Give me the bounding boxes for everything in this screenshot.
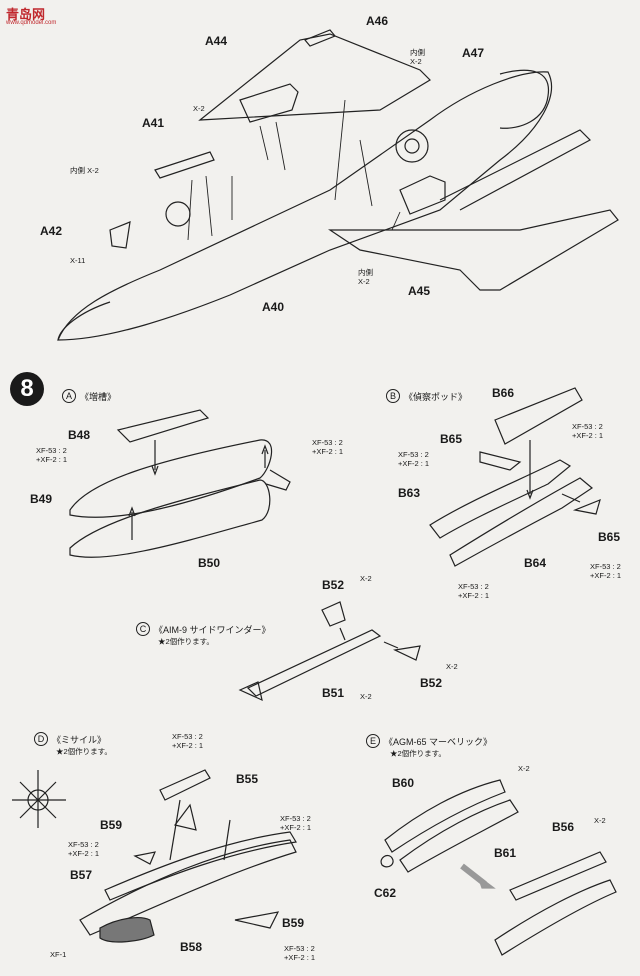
section-d-title: 《ミサイル》 [52,735,107,745]
missile-half [104,831,297,901]
drop-tank-upper [69,439,273,518]
screw-inner-x2-top: 内側 X-2 [410,48,425,66]
part-label-b52-upper: B52 [322,578,345,592]
part-label-b50: B50 [198,556,221,570]
screw-inner-x2-a45: 内側 X-2 [358,268,373,286]
part-label-b66: B66 [492,386,515,400]
paint-b58: XF-53 : 2 +XF-2 : 1 [280,814,312,832]
screw-x11: X-11 [70,256,86,265]
engine-intake [499,69,549,129]
part-label-b65-lower: B65 [598,530,621,544]
paint-b59-upper: XF-53 : 2 +XF-2 : 1 [68,840,100,858]
nose-cone [57,301,111,341]
part-a44 [239,83,299,123]
paint-b65-upper: XF-53 : 2 +XF-2 : 1 [398,450,430,468]
part-label-b64: B64 [524,556,547,570]
recon-pod-cover [494,387,583,445]
sidewinder-body [246,629,382,697]
paint-b48: XF-53 : 2 +XF-2 : 1 [36,446,68,464]
fuselage-outline [57,71,553,341]
part-label-b57: B57 [70,868,93,882]
section-a-letter: A [62,389,76,403]
section-a-title: 《増槽》 [80,392,117,402]
part-a45 [399,175,446,215]
section-c-letter: C [136,622,150,636]
label-a44: A44 [205,34,228,48]
screw-x2-b51: X-2 [360,692,372,701]
label-a47: A47 [462,46,485,60]
watermark-logo: 青岛网 [6,7,46,22]
section-b-title: 《偵察ポッド》 [404,392,468,402]
part-label-b65-upper: B65 [440,432,463,446]
paint-b55: XF-53 : 2 +XF-2 : 1 [172,732,204,750]
part-label-b52-lower: B52 [420,676,443,690]
missile-body [79,839,297,936]
part-label-b58: B58 [180,940,203,954]
missile-nose [99,917,155,943]
tail-fin [439,129,591,211]
screw-x2-b60: X-2 [518,764,530,773]
screw-x2-b52-lower: X-2 [446,662,458,671]
part-label-b56: B56 [552,820,575,834]
paint-b66: XF-53 : 2 +XF-2 : 1 [572,422,604,440]
part-label-b61: B61 [494,846,517,860]
part-label-b48: B48 [68,428,91,442]
paint-b50: XF-53 : 2 +XF-2 : 1 [312,438,344,456]
section-e-note: ★2個作ります。 [390,749,446,758]
label-a46: A46 [366,14,389,28]
maverick-pylon [509,851,607,901]
label-a42: A42 [40,224,63,238]
part-label-b49: B49 [30,492,53,506]
part-a41 [154,151,215,179]
paint-b65-lower: XF-53 : 2 +XF-2 : 1 [590,562,622,580]
wheel-a40 [165,201,191,227]
section-d-letter: D [34,732,48,746]
screw-inner-x2-a41: 内側 X-2 [70,166,99,175]
recon-pod-upper [429,459,572,539]
part-label-b55: B55 [236,772,259,786]
label-a45: A45 [408,284,431,298]
section-e-letter: E [366,734,380,748]
part-label-b59-lower: B59 [282,916,305,930]
part-label-b60: B60 [392,776,415,790]
screw-x2-b52-upper: X-2 [360,574,372,583]
section-c-note: ★2個作ります。 [158,637,214,646]
paint-b64: XF-53 : 2 +XF-2 : 1 [458,582,490,600]
part-a42 [109,221,131,249]
screw-x2-a44: X-2 [193,104,205,113]
drop-tank-lower [69,479,271,558]
watermark-url: www.qdmodel.com [6,20,57,26]
step-number: 8 [10,372,44,406]
upper-wing [198,33,431,121]
section-c-title: 《AIM-9 サイドワインダー》 [154,625,271,635]
part-label-c62: C62 [374,886,397,900]
label-a40: A40 [262,300,285,314]
part-label-b59-upper: B59 [100,818,123,832]
paint-xf1: XF-1 [50,950,67,959]
upper-wing-rail [304,29,336,47]
drop-tank-pylon [116,409,210,443]
section-d-note: ★2個作ります。 [56,747,112,756]
recon-pod-lower [449,477,594,567]
part-label-b63: B63 [398,486,421,500]
section-b-letter: B [386,389,400,403]
maverick-body [399,799,519,873]
paint-b59-lower: XF-53 : 2 +XF-2 : 1 [284,944,316,962]
lower-wing [328,209,619,291]
maverick-assembled [494,879,617,956]
maverick-upper [384,779,506,853]
wheel-a47 [395,129,429,163]
screw-x2-b56: X-2 [594,816,606,825]
label-a41: A41 [142,116,165,130]
part-label-b51: B51 [322,686,345,700]
section-e-title: 《AGM-65 マーベリック》 [384,737,493,747]
